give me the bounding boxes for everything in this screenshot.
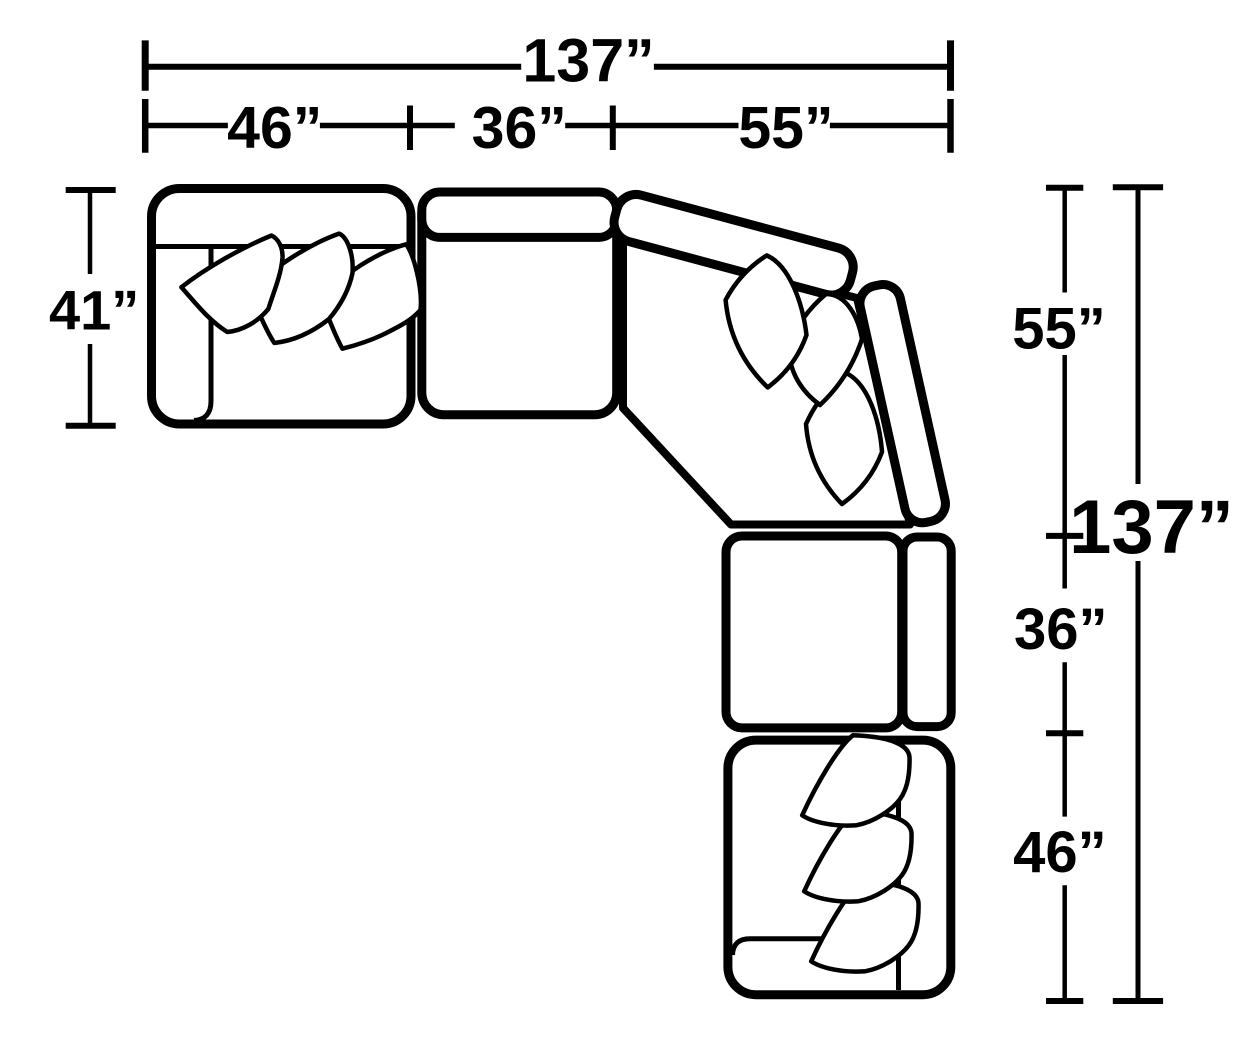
svg-text:36”: 36”: [1014, 597, 1108, 662]
svg-text:41”: 41”: [49, 279, 139, 342]
svg-text:46”: 46”: [1013, 820, 1107, 885]
svg-text:36”: 36”: [472, 95, 567, 161]
svg-text:137”: 137”: [522, 27, 654, 95]
svg-text:46”: 46”: [227, 95, 322, 161]
svg-text:55”: 55”: [738, 95, 833, 161]
svg-text:55”: 55”: [1012, 297, 1106, 362]
svg-text:137”: 137”: [1069, 485, 1234, 570]
